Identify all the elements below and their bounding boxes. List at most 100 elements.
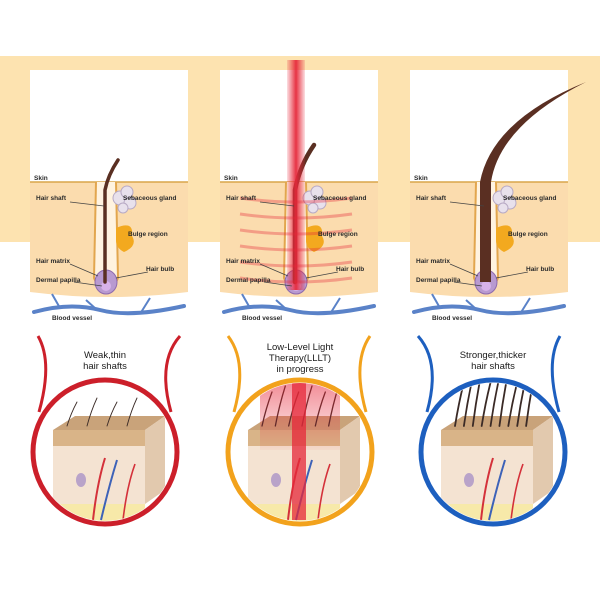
sebaceous-gland: [492, 185, 517, 214]
sebaceous-gland: [112, 185, 137, 214]
label-sebaceous-gland: Sebaceous gland: [313, 195, 366, 202]
leader-line: [449, 201, 485, 207]
label-hair-shaft: Hair shaft: [416, 195, 447, 202]
hair-strand: [66, 401, 78, 427]
caption-line: Stronger,thicker: [460, 350, 527, 361]
gland-lobe: [117, 202, 129, 214]
skin-side: [145, 416, 165, 504]
label-hair-shaft: Hair shaft: [226, 195, 257, 202]
skin-cross-section-strong: [424, 383, 562, 521]
hair-strand: [489, 383, 502, 427]
hair-strand: [525, 383, 538, 427]
vein: [488, 459, 506, 521]
connector-line-lllt: [358, 335, 372, 413]
circle-ring-weak: [30, 377, 180, 527]
hair-strand: [498, 383, 511, 427]
connector-line-weak: [36, 335, 48, 413]
label-hair-matrix: Hair matrix: [226, 258, 260, 265]
label-bulge-region: Bulge region: [128, 231, 168, 238]
laser-beam: [292, 383, 306, 520]
hair-strand: [507, 383, 520, 427]
label-skin: Skin: [34, 175, 48, 182]
label-dermal-papilla: Dermal papilla: [226, 277, 271, 284]
leader-line: [263, 281, 293, 287]
skin-side: [340, 416, 360, 504]
blood-vessel-branch: [241, 293, 341, 315]
leader-line: [495, 271, 529, 279]
blood-vessel: [32, 304, 186, 316]
bulge-region: [116, 225, 134, 252]
leader-line: [453, 281, 483, 287]
label-bulge-region: Bulge region: [508, 231, 548, 238]
hair-strand: [126, 397, 138, 427]
follicle-bulb: [464, 473, 474, 487]
label-skin: Skin: [414, 175, 428, 182]
artery: [510, 463, 524, 521]
hair-strand: [462, 383, 475, 427]
laser-beam: [287, 60, 305, 290]
leader-line: [259, 263, 289, 277]
caption-line: in progress: [277, 364, 324, 375]
skin-top: [53, 416, 165, 430]
dermis: [53, 446, 145, 504]
caption-line: Low-Level Light: [267, 342, 334, 353]
leader-line: [449, 263, 479, 277]
blood-vessel-branch: [431, 293, 531, 315]
skin-top: [441, 416, 553, 430]
leader-line: [69, 201, 105, 207]
label-hair-shaft: Hair shaft: [36, 195, 67, 202]
connector-line-lllt: [226, 335, 242, 413]
hair-shaft: [480, 82, 586, 282]
vein: [100, 459, 118, 521]
artery: [92, 457, 106, 521]
bulge-region: [496, 225, 514, 252]
hair-strand: [106, 401, 118, 427]
blood-vessel: [412, 304, 566, 316]
connector-line-strong: [416, 335, 434, 413]
laser-wave: [239, 260, 353, 268]
artery: [122, 463, 136, 521]
dermal-papilla: [101, 281, 111, 291]
leader-line: [73, 281, 103, 287]
laser-wave: [239, 276, 353, 284]
skin-cross-section-lllt: [231, 383, 369, 521]
gland-lobe: [307, 202, 319, 214]
caption-line: Therapy(LLLT): [269, 353, 331, 364]
blood-vessel: [222, 304, 376, 316]
artery: [317, 463, 331, 521]
hair-strand: [480, 383, 493, 427]
laser-wave: [239, 244, 353, 252]
blood-vessel-branch: [51, 293, 151, 315]
laser-wave: [239, 228, 353, 236]
caption-line: hair shafts: [471, 361, 515, 372]
hair-strand: [86, 397, 98, 427]
connector-line-weak: [164, 335, 182, 413]
leader-line: [509, 195, 513, 199]
epidermis: [53, 430, 145, 446]
epidermis: [441, 430, 533, 446]
laser-wave: [239, 212, 353, 220]
label-blood-vessel: Blood vessel: [52, 315, 92, 322]
caption-line: Weak,thin: [84, 350, 126, 361]
connector-line-strong: [550, 335, 562, 413]
label-hair-bulb: Hair bulb: [336, 266, 364, 273]
laser-wave: [239, 196, 353, 204]
leader-line: [115, 271, 149, 279]
leader-line: [69, 263, 99, 277]
sebaceous-gland: [302, 185, 327, 214]
skin-cross-section-weak: [36, 383, 174, 521]
label-hair-matrix: Hair matrix: [36, 258, 70, 265]
label-skin: Skin: [224, 175, 238, 182]
label-hair-bulb: Hair bulb: [146, 266, 174, 273]
gland-lobe: [497, 202, 509, 214]
label-sebaceous-gland: Sebaceous gland: [123, 195, 176, 202]
label-dermal-papilla: Dermal papilla: [36, 277, 81, 284]
skin-side: [533, 416, 553, 504]
